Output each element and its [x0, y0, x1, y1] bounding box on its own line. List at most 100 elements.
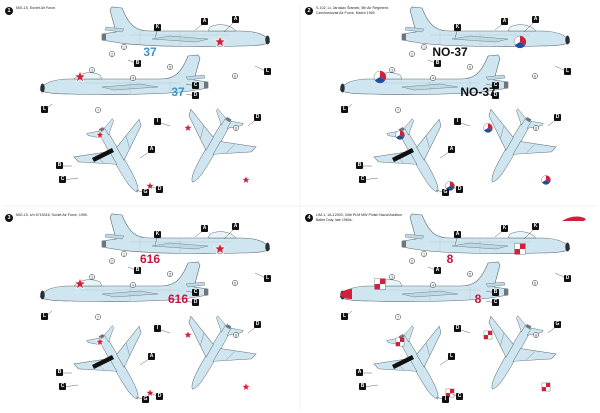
stencil-marker-number: 5 — [469, 272, 471, 276]
stencil-marker — [232, 280, 238, 286]
wing-insignia-4 — [240, 381, 252, 392]
callout-g: G — [142, 396, 149, 403]
stencil-marker-number: 2 — [411, 52, 413, 56]
callout-c: C — [456, 393, 463, 400]
stencil-marker — [233, 125, 239, 131]
tail-insignia-lower — [374, 278, 386, 290]
callout-a: A — [434, 267, 441, 274]
wing-insignia-3 — [182, 122, 194, 133]
stencil-marker — [395, 107, 401, 113]
stencil-marker-number: 4 — [432, 283, 434, 287]
stencil-marker — [389, 67, 395, 73]
tail-insignia-lower — [73, 70, 87, 83]
callout-k: K — [154, 24, 161, 31]
stencil-marker-number: 4 — [132, 76, 134, 80]
stencil-marker-number: 2 — [111, 259, 113, 263]
stencil-marker — [532, 280, 538, 286]
side-code-lower: 37 — [171, 85, 185, 99]
stencil-marker — [467, 64, 473, 70]
stencil-marker — [533, 125, 539, 131]
scheme-caption: MiG-15, Soviet Air Force. — [16, 6, 57, 10]
stencil-marker — [232, 73, 238, 79]
stencil-marker-number: 3 — [391, 275, 393, 279]
callout-d: D — [456, 186, 463, 193]
callout-k: K — [154, 231, 161, 238]
callout-d: D — [564, 275, 571, 282]
stencil-marker — [109, 51, 115, 57]
wing-insignia-1 — [395, 337, 405, 347]
left-side-view — [101, 6, 271, 47]
stencil-marker — [421, 44, 427, 50]
callout-b: B — [359, 383, 366, 390]
wing-insignia-3 — [182, 329, 194, 340]
stencil-marker — [130, 282, 136, 288]
callout-l: L — [264, 68, 271, 75]
callout-l: L — [41, 106, 48, 113]
side-code-upper: 616 — [140, 252, 160, 266]
right-side-view — [339, 261, 509, 302]
callout-b: B — [56, 162, 63, 169]
scheme-caption: S-102, Lt. Jaroslav Šrámek, 5th Air Regi… — [316, 6, 389, 10]
side-code-upper: 8 — [447, 252, 454, 266]
callout-k: K — [532, 223, 539, 230]
scheme-caption: Czechoslovak Air Force, March 1953 — [316, 11, 375, 15]
stencil-marker — [95, 314, 101, 320]
stencil-marker-number: 5 — [469, 65, 471, 69]
walkway-stripe — [92, 148, 114, 162]
wing-insignia-3 — [483, 123, 493, 133]
callout-b: B — [134, 267, 141, 274]
callout-b: B — [492, 289, 499, 296]
callout-d: D — [492, 92, 499, 99]
scheme-number: 3 — [5, 214, 13, 222]
side-code-lower: 616 — [168, 292, 188, 306]
side-code-lower: NO-37 — [460, 85, 496, 99]
wing-insignia-2 — [144, 180, 156, 191]
stencil-marker — [409, 51, 415, 57]
stencil-marker — [430, 282, 436, 288]
callout-b: B — [134, 60, 141, 67]
stencil-marker — [121, 44, 127, 50]
side-code-upper: NO-37 — [432, 45, 468, 59]
red-fin-tip — [562, 216, 586, 221]
callout-l: L — [341, 106, 348, 113]
left-side-view — [401, 213, 571, 254]
tail-insignia-upper — [213, 242, 227, 255]
stencil-marker — [95, 107, 101, 113]
stencil-marker — [532, 73, 538, 79]
callout-c: C — [192, 289, 199, 296]
callout-l: L — [41, 313, 48, 320]
stencil-marker — [121, 251, 127, 257]
walkway-stripe — [392, 355, 414, 369]
stencil-marker-number: 5 — [169, 65, 171, 69]
callout-d: D — [192, 92, 199, 99]
stencil-marker-number: 8 — [535, 333, 537, 337]
callout-a: A — [148, 353, 155, 360]
callout-g: G — [442, 189, 449, 196]
tail-insignia-upper — [514, 243, 526, 255]
callout-l: L — [448, 353, 455, 360]
stencil-marker-number: 8 — [235, 333, 237, 337]
red-nose — [340, 289, 352, 299]
scheme-number: 1 — [5, 7, 13, 15]
right-side-view — [39, 261, 209, 302]
callout-a: A — [148, 146, 155, 153]
callout-c: C — [359, 176, 366, 183]
callout-i: I — [454, 118, 461, 125]
callout-a: A — [201, 225, 208, 232]
stencil-marker-number: 6 — [234, 281, 236, 285]
stencil-marker-number: 8 — [235, 126, 237, 130]
callout-a: A — [448, 146, 455, 153]
scheme-caption: Babie Doły, late 1960s. — [316, 218, 353, 222]
callout-l: L — [564, 68, 571, 75]
tail-insignia-lower — [73, 277, 87, 290]
callout-i: I — [154, 118, 161, 125]
stencil-marker — [89, 67, 95, 73]
stencil-marker-number: 1 — [123, 252, 125, 256]
stencil-marker-number: 7 — [97, 315, 99, 319]
callout-a: A — [454, 231, 461, 238]
callout-l: L — [341, 313, 348, 320]
stencil-marker — [167, 64, 173, 70]
stencil-marker-number: 3 — [91, 275, 93, 279]
